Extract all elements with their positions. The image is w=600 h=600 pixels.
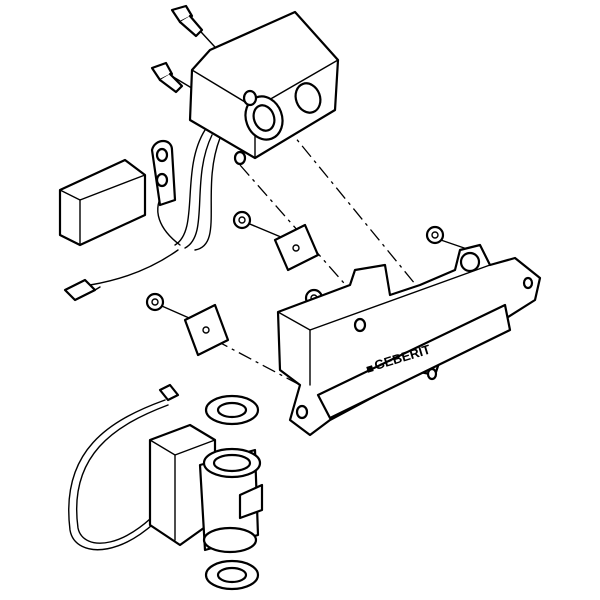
front-panel: GEBERIT (276, 243, 542, 437)
screw-top (170, 4, 204, 38)
sealing-ring-top (204, 394, 260, 426)
bracket-upper (273, 223, 320, 272)
logo-mark (366, 365, 374, 373)
cable-clamp (150, 139, 177, 207)
sensor-cable (68, 383, 180, 551)
junction-box (188, 10, 340, 166)
connector-plug (63, 278, 101, 302)
flow-sensor (148, 423, 264, 554)
sealing-ring-bottom (204, 559, 260, 591)
screw-second (150, 61, 184, 94)
battery-pack (58, 158, 147, 247)
bracket-lower (183, 303, 230, 357)
